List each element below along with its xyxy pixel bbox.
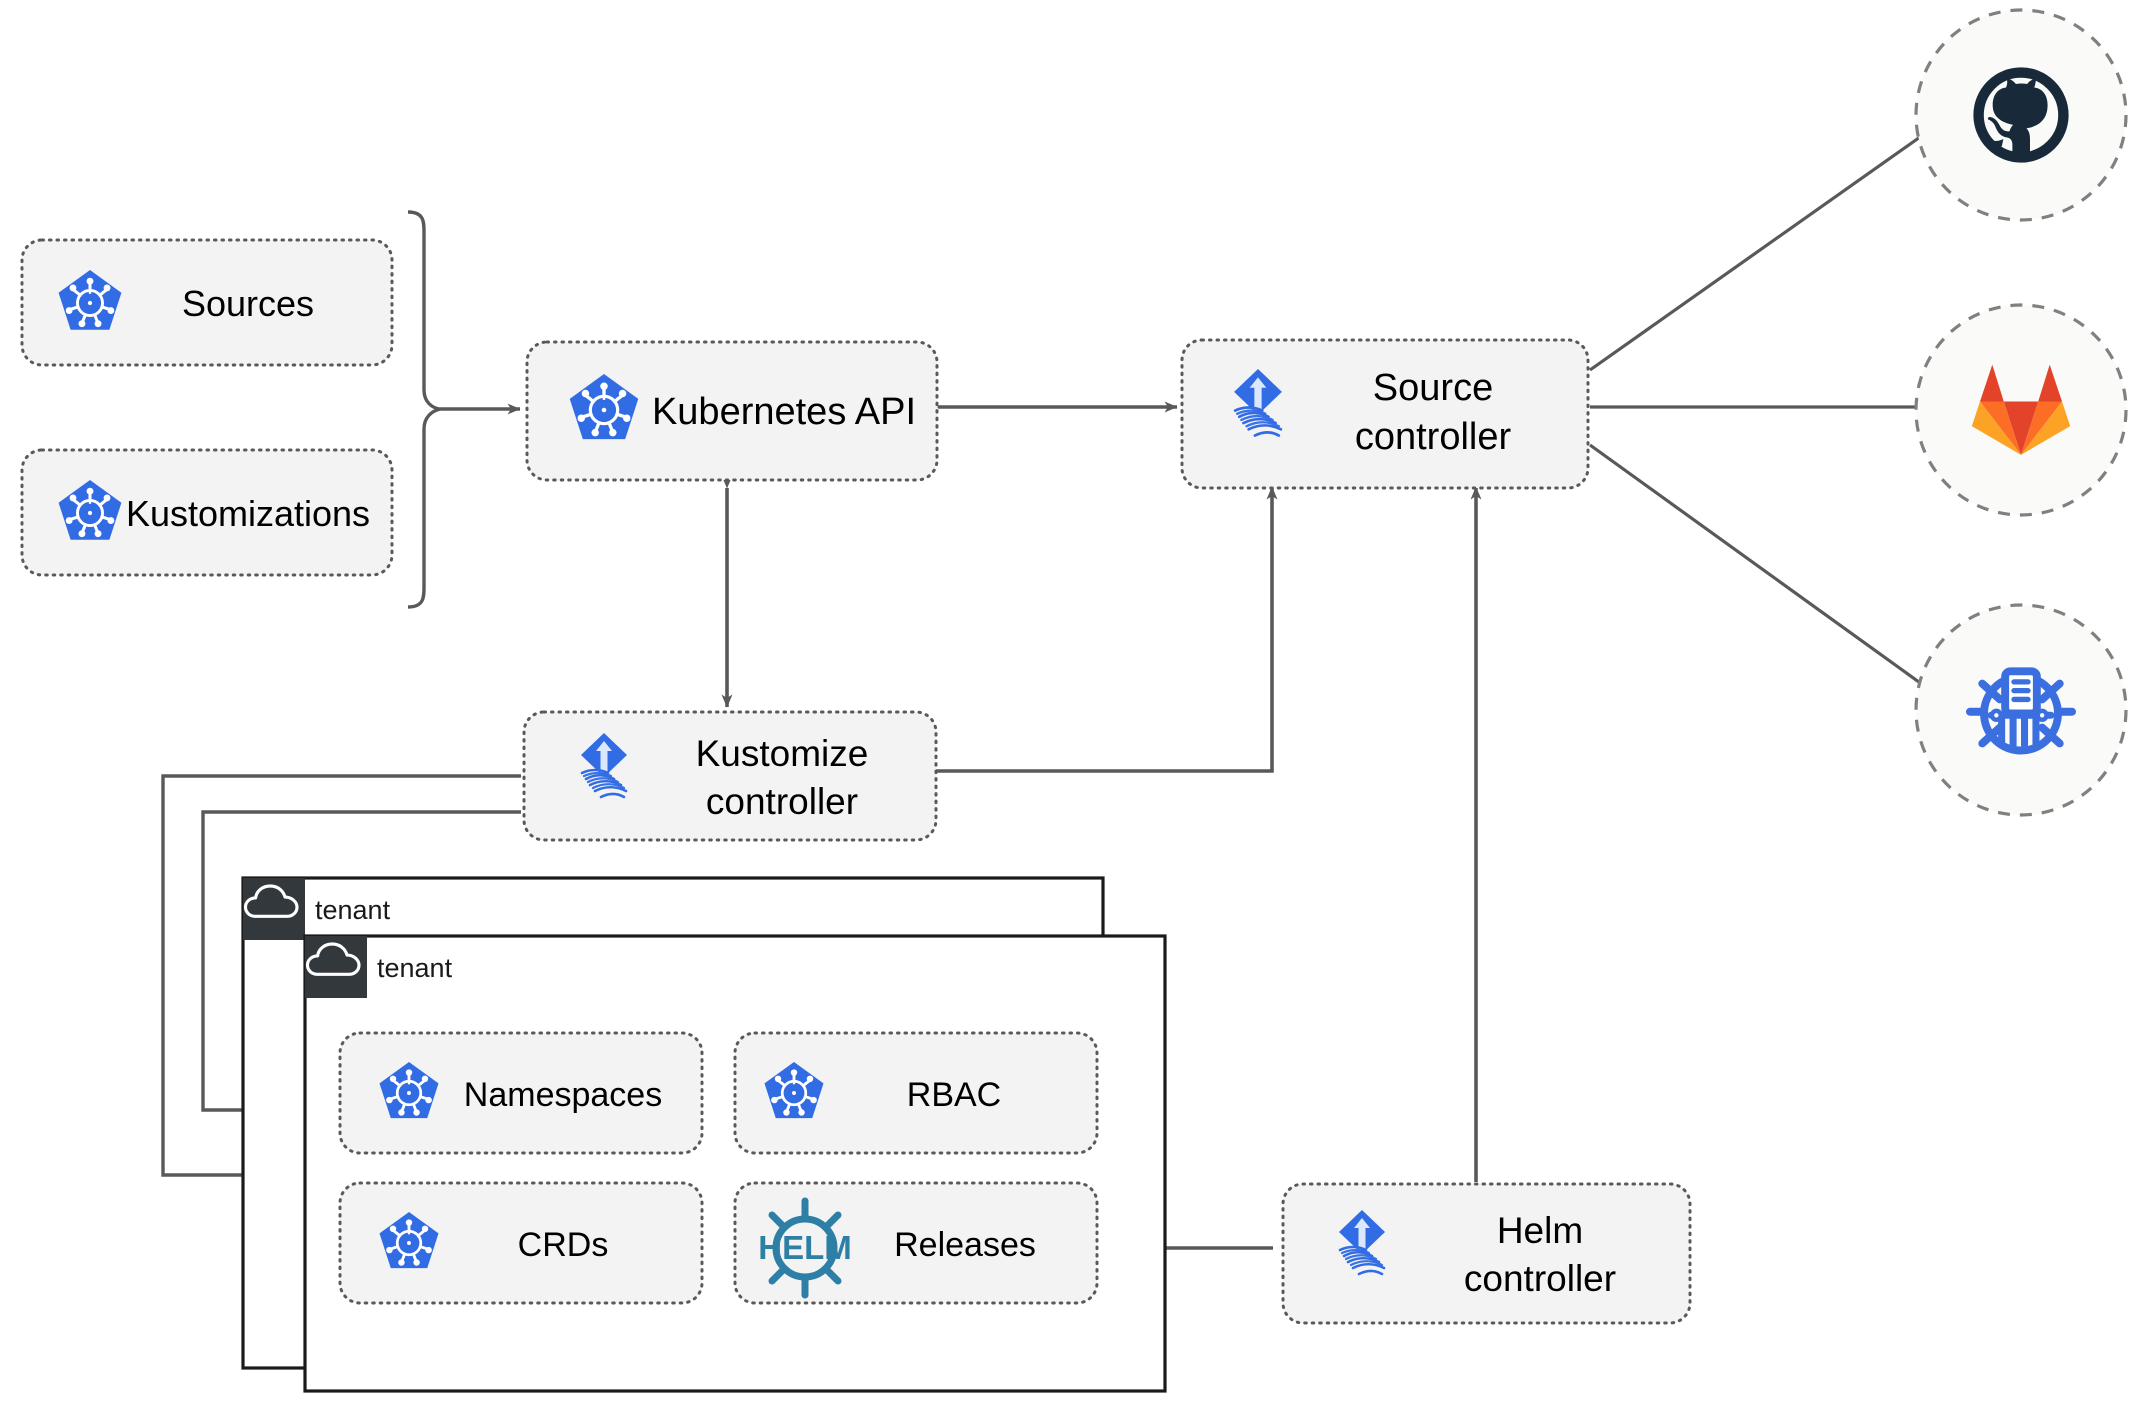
node-gitlab[interactable] — [1914, 303, 2128, 517]
tenant-front[interactable]: tenant — [303, 934, 1167, 1393]
node-crds[interactable]: CRDs — [338, 1181, 704, 1305]
node-bucket[interactable] — [1914, 603, 2128, 817]
node-kustomize-controller-label-line1: Kustomize — [696, 733, 869, 774]
edge-source-to-bucket — [1589, 443, 1931, 692]
flux-bucket-icon — [1970, 671, 2072, 750]
node-helm-controller-label-line2: controller — [1464, 1258, 1616, 1299]
helm-icon: HELM — [758, 1201, 852, 1295]
node-kustomizations-label: Kustomizations — [126, 493, 370, 534]
edge-kustomize-to-tenant-back — [161, 774, 521, 1181]
node-namespaces[interactable]: Namespaces — [338, 1031, 704, 1155]
node-kubernetes-api[interactable]: Kubernetes API — [525, 340, 939, 482]
edge-source-to-github — [1589, 128, 1931, 372]
node-releases-label: Releases — [894, 1226, 1036, 1264]
tenant-front-label: tenant — [377, 953, 453, 983]
node-kustomize-controller-label-line2: controller — [706, 781, 858, 822]
edge-kustomize-to-source — [935, 486, 1278, 773]
node-helm-controller-label-line1: Helm — [1497, 1210, 1583, 1251]
node-rbac[interactable]: RBAC — [733, 1031, 1099, 1155]
node-source-controller[interactable]: Source controller — [1180, 338, 1590, 490]
tenant-back-label: tenant — [315, 895, 391, 925]
node-kubernetes-api-label: Kubernetes API — [652, 391, 916, 433]
node-github[interactable] — [1914, 8, 2128, 222]
node-source-controller-label-line1: Source — [1373, 367, 1493, 409]
node-sources[interactable]: Sources — [20, 238, 394, 367]
helm-icon-wordmark: HELM — [758, 1229, 852, 1266]
node-helm-controller[interactable]: Helm controller — [1281, 1182, 1692, 1325]
brace-resources — [407, 210, 441, 609]
node-source-controller-label-line2: controller — [1355, 416, 1512, 458]
node-sources-label: Sources — [182, 283, 314, 324]
node-kustomizations[interactable]: Kustomizations — [20, 448, 394, 577]
node-kustomize-controller[interactable]: Kustomize controller — [522, 710, 938, 842]
node-releases[interactable]: HELM Releases — [733, 1181, 1099, 1305]
node-rbac-label: RBAC — [907, 1076, 1001, 1114]
node-crds-label: CRDs — [518, 1226, 609, 1264]
node-namespaces-label: Namespaces — [464, 1076, 662, 1114]
